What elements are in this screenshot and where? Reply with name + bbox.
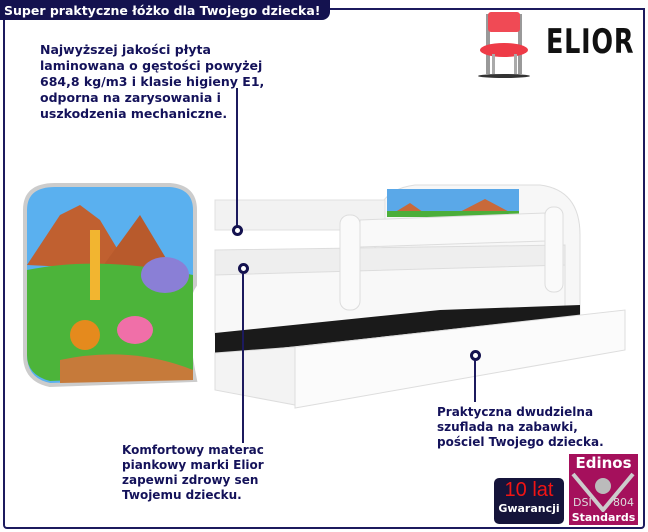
board-callout-dot [232,225,243,236]
warranty-label: Gwarancji [498,502,560,515]
warranty-years: 10 lat [504,479,554,501]
mattress-callout-dot [238,263,249,274]
edinos-standards: Standards [571,511,636,524]
bed-illustration [23,183,626,409]
drawer-callout-text: Praktyczna dwudzielna szuflada na zabawk… [437,405,604,449]
warranty-badge: 10 lat Gwarancji [494,478,564,524]
chair-logo-icon [478,12,530,78]
edinos-v-icon [571,472,635,512]
edinos-badge: Edinos DSI 804 Standards [569,454,638,525]
brand-logo: ELIOR [546,22,635,62]
edinos-left: DSI [573,496,592,509]
board-callout-text: Najwyższej jakości płyta laminowana o gę… [40,42,265,121]
drawer-callout-dot [470,350,481,361]
edinos-right: 804 [613,496,634,509]
drawer-callout-line [474,360,476,402]
edinos-title: Edinos [575,454,632,472]
mattress-callout-text: Komfortowy materac piankowy marki Elior … [122,443,264,502]
page-title: Super praktyczne łóżko dla Twojego dziec… [0,0,331,20]
mattress-callout-line [242,273,244,443]
board-callout-line [236,88,238,226]
